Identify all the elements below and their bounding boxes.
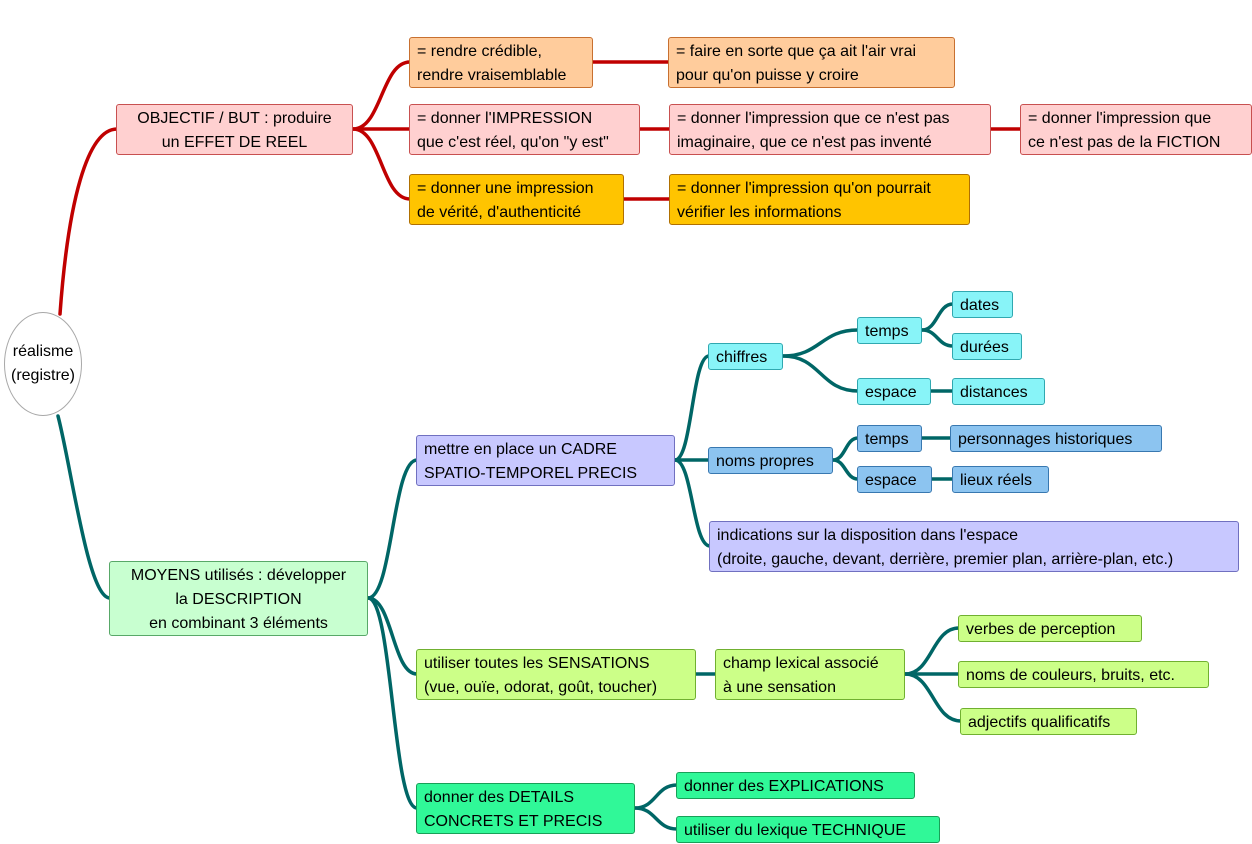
pas-imaginaire-node[interactable]: = donner l'impression que ce n'est pas i… [669,104,991,155]
verite-line2: de vérité, d'authenticité [417,204,582,221]
verite-line1: = donner une impression [417,180,594,197]
moyens-node[interactable]: MOYENS utilisés : développer la DESCRIPT… [109,561,368,636]
verbes-label: verbes de perception [966,621,1116,638]
link-details-explications [633,783,679,810]
np-espace-node[interactable]: espace [857,466,932,493]
link-moyens-details [366,596,419,810]
verite-node[interactable]: = donner une impression de vérité, d'aut… [409,174,624,225]
lexique-node[interactable]: utiliser du lexique TECHNIQUE [676,816,940,843]
pas-fiction-node[interactable]: = donner l'impression que ce n'est pas d… [1020,104,1252,155]
chiffres-temps-label: temps [865,323,909,340]
impression-line1: = donner l'IMPRESSION [417,110,593,127]
chiffres-espace-node[interactable]: espace [857,378,931,405]
verifier-node[interactable]: = donner l'impression qu'on pourrait vér… [669,174,970,225]
link-temps-dates [920,302,955,332]
link-np-espace [831,458,860,481]
objectif-line1: OBJECTIF / BUT : produire [137,110,332,127]
link-champ-verbes [903,626,961,676]
chiffres-espace-label: espace [865,384,917,401]
champ-lexical-line2: à une sensation [723,679,836,696]
link-chiffres-espace [781,354,860,393]
adjectifs-label: adjectifs qualificatifs [968,714,1111,731]
verifier-line1: = donner l'impression qu'on pourrait [677,180,931,197]
indications-line2: (droite, gauche, devant, derrière, premi… [717,551,1174,568]
credible-node[interactable]: = rendre crédible, rendre vraisemblable [409,37,593,88]
cadre-node[interactable]: mettre en place un CADRE SPATIO-TEMPOREL… [416,435,675,486]
link-details-lexique [633,806,679,831]
champ-lexical-node[interactable]: champ lexical associé à une sensation [715,649,905,700]
credible-line1: = rendre crédible, [417,43,542,60]
sensations-line2: (vue, ouïe, odorat, goût, toucher) [424,679,658,696]
link-temps-durees [920,328,955,348]
distances-label: distances [960,384,1028,401]
link-np-temps [831,436,860,462]
personnages-node[interactable]: personnages historiques [950,425,1162,452]
pas-imaginaire-line2: imaginaire, que ce n'est pas inventé [677,134,932,151]
noms-propres-node[interactable]: noms propres [708,447,833,474]
pas-imaginaire-line1: = donner l'impression que ce n'est pas [677,110,950,127]
link-root-objectif [58,127,119,316]
root-node[interactable]: réalisme (registre) [4,312,82,416]
link-champ-adjectifs [903,672,963,723]
pas-fiction-line1: = donner l'impression que [1028,110,1212,127]
noms-couleurs-label: noms de couleurs, bruits, etc. [966,667,1175,684]
distances-node[interactable]: distances [952,378,1045,405]
air-vrai-line2: pour qu'on puisse y croire [676,67,859,84]
indications-line1: indications sur la disposition dans l'es… [717,527,1019,544]
details-line2: CONCRETS ET PRECIS [424,813,603,830]
impression-line2: que c'est réel, qu'on "y est" [417,134,609,151]
air-vrai-line1: = faire en sorte que ça ait l'air vrai [676,43,917,60]
durees-label: durées [960,339,1009,356]
link-cadre-indications [673,458,712,548]
moyens-line3: en combinant 3 éléments [149,615,328,632]
adjectifs-node[interactable]: adjectifs qualificatifs [960,708,1137,735]
moyens-line1: MOYENS utilisés : développer [130,567,347,584]
pas-fiction-line2: ce n'est pas de la FICTION [1028,134,1221,151]
np-temps-label: temps [865,431,909,448]
objectif-line2: un EFFET DE REEL [161,134,308,151]
verbes-node[interactable]: verbes de perception [958,615,1142,642]
air-vrai-node[interactable]: = faire en sorte que ça ait l'air vrai p… [668,37,955,88]
link-moyens-cadre [366,458,419,600]
link-chiffres-temps [781,328,860,358]
link-moyens-sensations [366,596,419,676]
cadre-line2: SPATIO-TEMPOREL PRECIS [424,465,638,482]
link-objectif-credible [351,60,412,131]
explications-node[interactable]: donner des EXPLICATIONS [676,772,915,799]
dates-label: dates [960,297,1000,314]
root-label-line2: (registre) [10,367,75,384]
noms-couleurs-node[interactable]: noms de couleurs, bruits, etc. [958,661,1209,688]
champ-lexical-line1: champ lexical associé [723,655,879,672]
verifier-line2: vérifier les informations [677,204,842,221]
np-temps-node[interactable]: temps [857,425,922,452]
lieux-label: lieux réels [960,472,1033,489]
credible-line2: rendre vraisemblable [417,67,567,84]
sensations-node[interactable]: utiliser toutes les SENSATIONS (vue, ouï… [416,649,696,700]
moyens-line2: la DESCRIPTION [175,591,302,608]
explications-label: donner des EXPLICATIONS [684,778,884,795]
objectif-node[interactable]: OBJECTIF / BUT : produire un EFFET DE RE… [116,104,353,155]
np-espace-label: espace [865,472,917,489]
impression-node[interactable]: = donner l'IMPRESSION que c'est réel, qu… [409,104,640,155]
chiffres-label: chiffres [716,349,768,366]
chiffres-node[interactable]: chiffres [708,343,783,370]
personnages-label: personnages historiques [958,431,1133,448]
link-root-moyens [56,414,112,600]
chiffres-temps-node[interactable]: temps [857,317,922,344]
noms-propres-label: noms propres [716,453,814,470]
root-label-line1: réalisme [12,343,74,360]
sensations-line1: utiliser toutes les SENSATIONS [424,655,650,672]
link-cadre-chiffres [673,354,711,462]
lexique-label: utiliser du lexique TECHNIQUE [684,822,907,839]
durees-node[interactable]: durées [952,333,1022,360]
details-line1: donner des DETAILS [424,789,575,806]
cadre-line1: mettre en place un CADRE [424,441,617,458]
link-objectif-verite [351,127,412,201]
indications-node[interactable]: indications sur la disposition dans l'es… [709,521,1239,572]
details-node[interactable]: donner des DETAILS CONCRETS ET PRECIS [416,783,635,834]
lieux-node[interactable]: lieux réels [952,466,1049,493]
dates-node[interactable]: dates [952,291,1013,318]
